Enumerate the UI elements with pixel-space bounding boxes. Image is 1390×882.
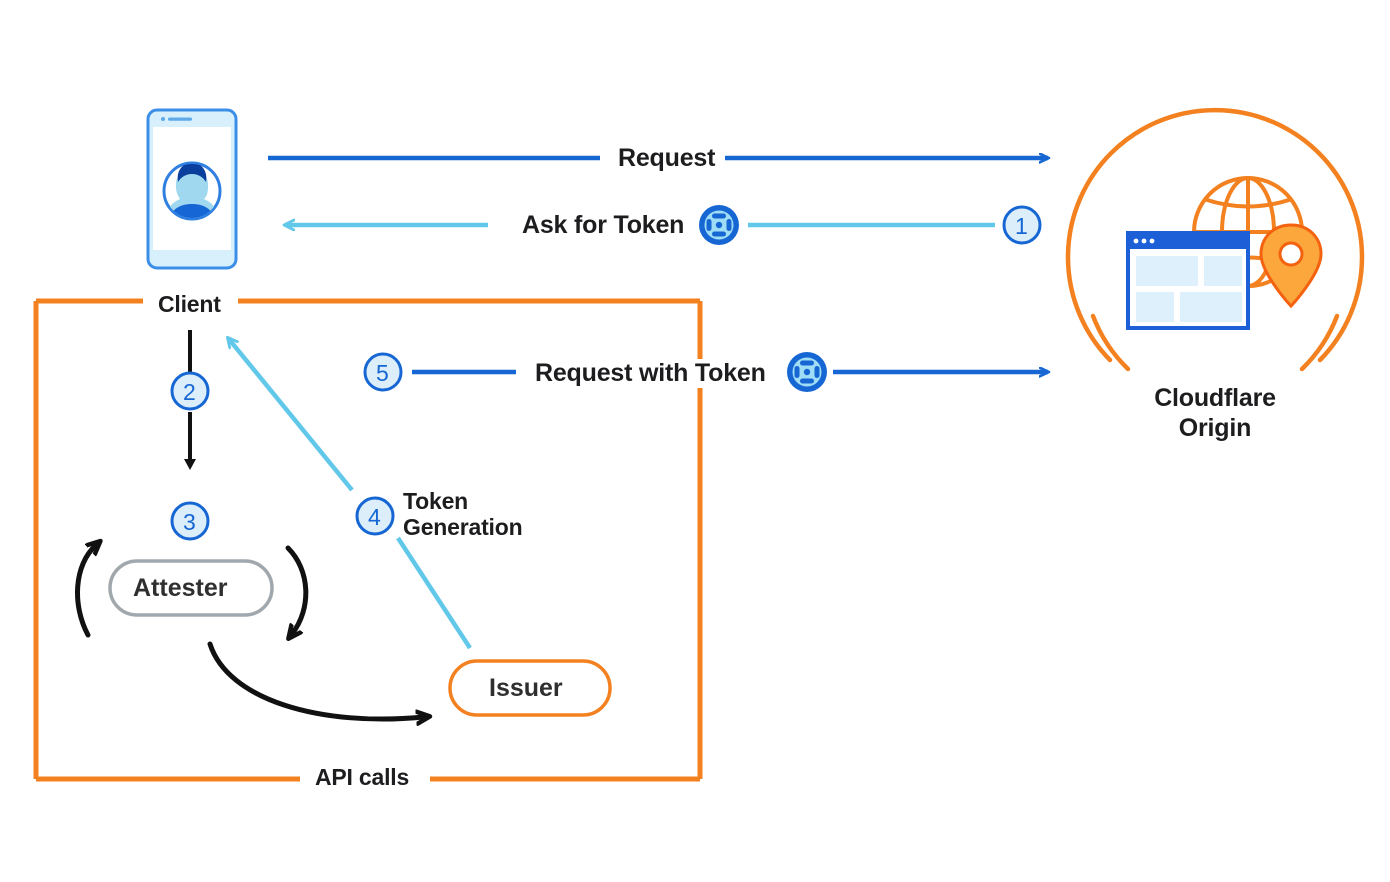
smartphone-user-icon	[146, 108, 238, 270]
group-box-label-client: Client	[148, 291, 231, 318]
cloudflare-origin-icon	[1065, 107, 1365, 372]
step-number-2: 2	[183, 379, 196, 405]
flow-label-request: Request	[608, 144, 726, 173]
step-number-3: 3	[183, 509, 196, 535]
step-number-4: 4	[368, 504, 381, 530]
step-number-5: 5	[376, 360, 389, 386]
attester-node[interactable]	[108, 559, 274, 617]
group-box-label-api-calls: API calls	[305, 764, 420, 791]
flow-arrow-token-generation	[228, 338, 472, 650]
token-icon-request-with-token	[787, 352, 827, 392]
step-circle-5	[363, 352, 403, 392]
step-circle-2	[170, 371, 210, 411]
flow-label-ask-for-token: Ask for Token	[512, 211, 695, 240]
token-icon-ask	[699, 205, 739, 245]
step-circle-4	[355, 496, 395, 536]
step-circle-3	[170, 501, 210, 541]
location-pin-icon	[1259, 223, 1323, 309]
issuer-node-label: Issuer	[489, 674, 563, 702]
issuer-node[interactable]	[448, 659, 612, 717]
flow-label-request-with-token: Request with Token	[525, 359, 776, 388]
attester-node-label: Attester	[133, 574, 228, 602]
step-number-1: 1	[1015, 213, 1028, 239]
attester-loop-arrows	[75, 545, 424, 719]
browser-window-icon	[1126, 231, 1250, 330]
step-circle-1	[1002, 205, 1042, 245]
